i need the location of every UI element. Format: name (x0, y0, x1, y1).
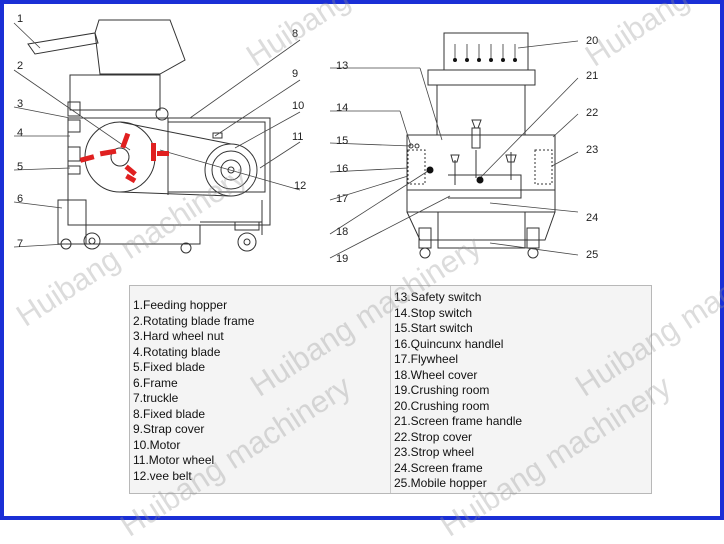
part-row: 1.Feeding hopper (133, 298, 228, 312)
callout-19: 19 (336, 253, 349, 265)
callout-23: 23 (586, 144, 599, 156)
part-row: 5.Fixed blade (133, 360, 206, 374)
callout-14: 14 (336, 102, 349, 114)
rotor-circle (84, 121, 156, 193)
part-row: 11.Motor wheel (133, 453, 215, 467)
parts-column-left: 1.Feeding hopper 2.Rotating blade frame … (130, 286, 391, 493)
callout-9: 9 (292, 68, 299, 80)
callout-17: 17 (336, 193, 349, 205)
truckle-wheel (83, 232, 101, 250)
parts-column-right: 13.Safety switch 14.Stop switch 15.Start… (391, 286, 651, 493)
part-row: 8.Fixed blade (133, 406, 206, 421)
callout-25: 25 (586, 249, 599, 261)
callout-16: 16 (336, 163, 349, 175)
callout-4: 4 (17, 127, 24, 139)
callout-18: 18 (336, 226, 349, 238)
part-row: 25.Mobile hopper (394, 476, 487, 490)
rotating-blade (99, 148, 117, 157)
part-row: 20.Crushing room (394, 398, 490, 413)
callout-7: 7 (17, 238, 24, 250)
callout-3: 3 (17, 98, 24, 110)
part-row: 10.Motor (133, 437, 181, 452)
crusher-diagram (13, 19, 579, 259)
leader-lines (13, 22, 579, 259)
part-row: 12.vee belt (133, 468, 192, 483)
part-row: 2.Rotating blade frame (133, 313, 255, 328)
callout-24: 24 (586, 212, 599, 224)
part-row: 18.Wheel cover (394, 367, 478, 382)
part-row: 4.Rotating blade (133, 344, 221, 359)
part-row: 7.truckle (133, 391, 179, 405)
callout-2: 2 (17, 60, 24, 72)
callout-15: 15 (336, 135, 349, 147)
part-row: 6.Frame (133, 375, 178, 390)
blades (79, 132, 169, 184)
callout-1: 1 (17, 13, 24, 25)
callout-5: 5 (17, 161, 24, 173)
callout-12: 12 (294, 180, 307, 192)
side-view-crusher (27, 19, 271, 254)
callout-21: 21 (586, 70, 599, 82)
front-view-crusher (406, 32, 556, 259)
part-row: 3.Hard wheel nut (133, 329, 224, 343)
callout-8: 8 (292, 28, 299, 40)
part-row: 15.Start switch (394, 321, 473, 335)
callout-11: 11 (292, 131, 304, 143)
part-row: 17.Flywheel (394, 352, 459, 366)
callout-20: 20 (586, 35, 599, 47)
callout-10: 10 (292, 100, 305, 112)
callout-22: 22 (586, 107, 599, 119)
part-row: 23.Strop wheel (394, 445, 475, 459)
part-row: 13.Safety switch (394, 290, 482, 304)
part-row: 14.Stop switch (394, 305, 473, 320)
part-row: 16.Quincunx handlel (394, 336, 504, 351)
parts-legend-table: 1.Feeding hopper 2.Rotating blade frame … (129, 285, 652, 494)
part-row: 22.Strop cover (394, 429, 473, 444)
part-row: 19.Crushing room (394, 383, 490, 397)
callout-13: 13 (336, 60, 349, 72)
part-row: 24.Screen frame (394, 460, 483, 475)
part-row: 9.Strap cover (133, 422, 205, 436)
part-row: 21.Screen frame handle (394, 414, 523, 428)
callout-6: 6 (17, 193, 24, 205)
